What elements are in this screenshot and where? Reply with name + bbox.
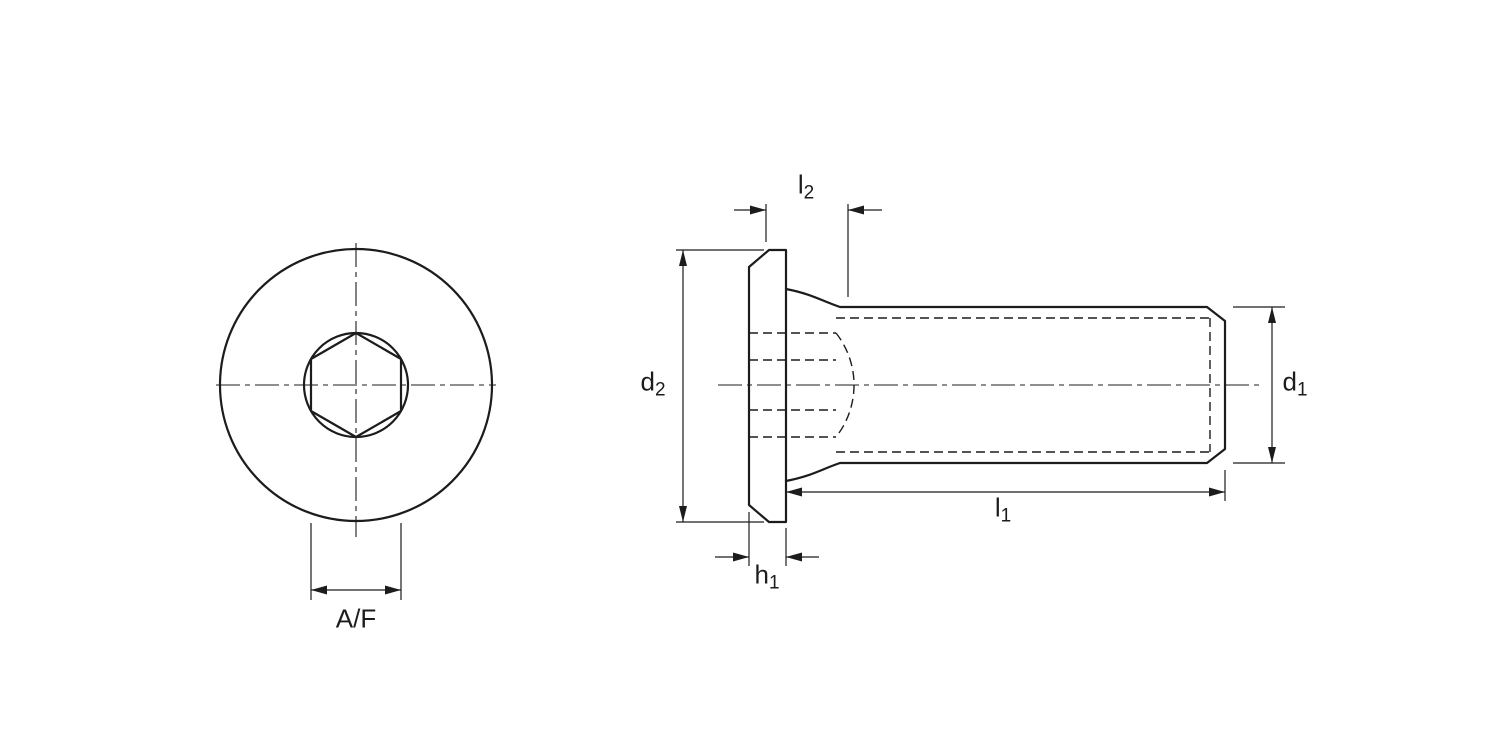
label-d2: d2 [640, 368, 665, 399]
arrowhead-left-icon [750, 205, 766, 215]
arrowhead-bottom-icon [679, 506, 687, 522]
head-outer-circle [218, 247, 494, 523]
arrowhead-right-icon [848, 205, 864, 215]
socket-bottom-arc [835, 332, 855, 438]
dimension-l2 [734, 204, 882, 297]
arrowhead-right-icon [385, 585, 401, 595]
arrowhead-top-icon [679, 250, 687, 266]
label-h1-base: h [754, 559, 769, 590]
label-l1: l1 [995, 494, 1011, 525]
dimension-af [310, 523, 402, 600]
label-l2-base: l [797, 169, 804, 200]
label-l2: l2 [798, 171, 814, 202]
arrowhead-top-icon [1268, 307, 1276, 323]
label-d1-sub: 1 [1296, 379, 1308, 401]
arrowhead-right-icon [786, 552, 802, 562]
arrowhead-bottom-icon [1268, 447, 1276, 463]
label-d1-base: d [1282, 366, 1297, 397]
label-l1-base: l [994, 492, 1001, 523]
label-d1: d1 [1282, 368, 1307, 399]
dimension-d2 [676, 249, 764, 523]
label-af: A/F [336, 605, 376, 636]
head-profile [747, 248, 788, 524]
label-l2-sub: 2 [803, 182, 815, 204]
arrowhead-left-icon [733, 552, 749, 562]
centerlines [216, 243, 1262, 537]
front-view [218, 247, 494, 523]
dimension-d1 [1233, 306, 1285, 464]
dimension-h1 [715, 512, 819, 566]
label-d2-base: d [640, 366, 655, 397]
side-view-hidden-lines [749, 317, 1211, 453]
arrowhead-left-icon [786, 487, 802, 497]
label-h1-sub: 1 [768, 572, 780, 594]
arrowhead-left-icon [311, 585, 327, 595]
label-d2-sub: 2 [654, 379, 666, 401]
side-view [747, 248, 1227, 524]
shank-profile [784, 287, 1227, 483]
label-af-base: A/F [335, 603, 377, 634]
hex-socket [309, 331, 403, 439]
label-h1: h1 [754, 561, 779, 592]
label-l1-sub: 1 [1000, 505, 1012, 527]
arrowhead-right-icon [1209, 487, 1225, 497]
dimension-l1 [786, 470, 1226, 501]
